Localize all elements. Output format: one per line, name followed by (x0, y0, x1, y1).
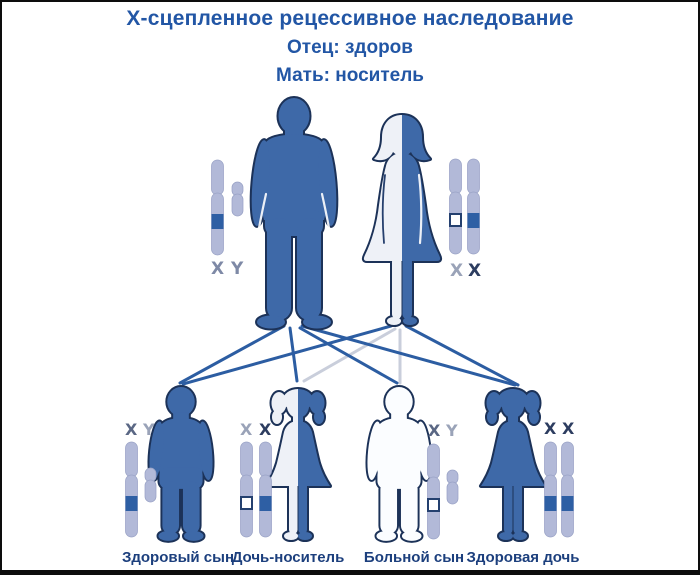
line-mother-to-healthy-son (181, 324, 393, 386)
sick-son-letter-x: X (428, 421, 441, 440)
healthy-son-y-chromosome (144, 467, 157, 503)
father-karyotype: X Y (211, 159, 244, 279)
carrier-daughter-letter-x1: X (240, 420, 253, 439)
mother-karyotype-letter-x2: X (468, 261, 481, 281)
mother-x1-chromosome (449, 158, 462, 255)
mother-x2-chromosome (467, 158, 480, 255)
healthy-daughter-letter-x1: X (544, 419, 557, 438)
sick-son-x-chromosome (427, 443, 440, 540)
line-father-to-sick-son (298, 326, 399, 385)
healthy-daughter-figure (479, 387, 547, 542)
healthy-daughter-x2-normal-allele-band (561, 496, 574, 511)
father-figure (246, 96, 342, 331)
carrier-daughter-label: Дочь-носитель (231, 549, 345, 566)
sick-son-letter-y: Y (445, 421, 458, 440)
healthy-son-x-chromosome (125, 441, 138, 538)
father-y-chromosome (231, 181, 244, 217)
healthy-son-karyotype: X Y (125, 420, 157, 538)
sick-son-figure (363, 385, 435, 543)
line-father-to-healthy-son (178, 324, 286, 385)
mother-status-line: Мать: носитель (276, 65, 424, 86)
sick-son-y-chromosome (446, 469, 459, 505)
carrier-daughter-letter-x2: X (259, 420, 272, 439)
line-father-to-healthy-daughter (300, 324, 517, 387)
carrier-daughter-x2-normal-allele-band (259, 496, 272, 511)
inheritance-lines (178, 324, 520, 387)
father-status-line: Отец: здоров (287, 37, 413, 58)
father-x-normal-allele-band (211, 214, 224, 229)
healthy-daughter-letter-x2: X (562, 419, 575, 438)
healthy-son-letter-y: Y (142, 420, 155, 439)
sick-son-x-mutant-allele-band (427, 498, 440, 512)
mother-figure (361, 113, 443, 327)
healthy-son-letter-x: X (125, 420, 138, 439)
mother-x2-normal-allele-band (467, 213, 480, 228)
diagram-title: Х-сцепленное рецессивное наследование (126, 7, 574, 30)
father-karyotype-letter-y: Y (230, 259, 244, 279)
carrier-daughter-figure (264, 387, 332, 542)
mother-x1-mutant-allele-band (449, 213, 462, 227)
healthy-son-x-normal-allele-band (125, 496, 138, 511)
healthy-son-figure (145, 385, 217, 543)
healthy-daughter-x2-chromosome (561, 441, 574, 538)
carrier-daughter-x1-mutant-allele-band (240, 496, 253, 510)
mother-karyotype: X X (449, 158, 481, 281)
mother-karyotype-letter-x1: X (450, 261, 463, 281)
healthy-daughter-x1-normal-allele-band (544, 496, 557, 511)
father-x-chromosome (211, 159, 224, 256)
sick-son-karyotype: X Y (427, 421, 459, 540)
healthy-daughter-karyotype: X X (544, 419, 575, 538)
carrier-daughter-x1-chromosome (240, 441, 253, 538)
carrier-daughter-x2-chromosome (259, 441, 272, 538)
carrier-daughter-karyotype: X X (240, 420, 272, 538)
healthy-daughter-label: Здоровая дочь (466, 549, 580, 566)
sick-son-label: Больной сын (363, 549, 465, 566)
healthy-son-label: Здоровый сын (121, 549, 235, 566)
healthy-daughter-x1-chromosome (544, 441, 557, 538)
line-mother-to-healthy-daughter (404, 324, 520, 387)
father-karyotype-letter-x: X (211, 259, 224, 279)
